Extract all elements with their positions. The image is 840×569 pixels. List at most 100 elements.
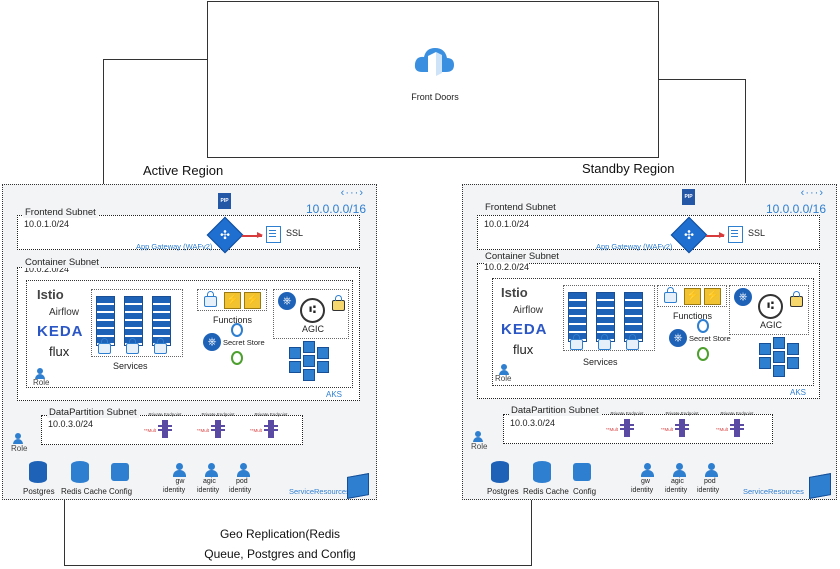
lock-icon	[126, 338, 139, 354]
ssl-arrow	[242, 232, 263, 238]
private-endpoint-note: **Mult	[250, 428, 263, 433]
agic-box: ⎈ ⑆ AGIC	[273, 289, 349, 339]
connector-line	[103, 59, 208, 60]
config-label: Config	[109, 487, 133, 496]
lock-icon	[204, 291, 217, 307]
istio-logo: Istio	[37, 287, 64, 302]
vnet-cidr: 10.0.0.0/16	[305, 202, 366, 216]
pod-identity-label: identity	[697, 487, 720, 494]
service-resources-label: ServiceResources	[289, 487, 350, 496]
frontend-subnet-title: Frontend Subnet	[483, 202, 558, 213]
container-subnet: 10.0.2.0/24 Istio Airflow KEDA flux Role…	[477, 262, 820, 399]
front-doors-label: Front Doors	[411, 92, 459, 102]
frontend-cidr: 10.0.1.0/24	[24, 219, 70, 229]
private-endpoint-icon	[730, 419, 744, 437]
flux-logo: flux	[49, 344, 70, 359]
ssl-certificate-icon	[266, 226, 281, 243]
pod-identity-label: pod	[704, 478, 716, 485]
gw-identity-label: gw	[175, 478, 185, 485]
config-icon	[111, 463, 129, 481]
kubernetes-icon: ⎈	[203, 333, 221, 351]
key-vault-icon	[231, 323, 243, 337]
private-endpoint-label: Private Endpoint	[610, 411, 644, 416]
config-label: Config	[573, 487, 597, 496]
standby-region-vnet: ‹···› 10.0.0.0/16 10.0.1.0/24 App Gatewa…	[462, 184, 837, 500]
connector-line	[659, 79, 745, 80]
keda-logo: KEDA	[501, 321, 548, 338]
vnet-cidr: 10.0.0.0/16	[765, 202, 826, 216]
postgres-icon	[491, 461, 509, 483]
gw-identity-icon	[641, 463, 654, 477]
aks-label: AKS	[326, 390, 343, 399]
app-gateway-icon: ✣	[670, 216, 708, 254]
active-region-vnet: ‹···› 10.0.0.0/16 10.0.1.0/24 App Gatewa…	[2, 184, 377, 500]
postgres-icon	[29, 461, 47, 483]
app-gateway-label: App Gateway (WAFv2)	[596, 242, 673, 251]
lock-icon	[98, 338, 111, 354]
container-subnet-title: Container Subnet	[23, 257, 101, 268]
data-partition-cidr: 10.0.3.0/24	[48, 419, 94, 429]
front-doors-box	[207, 1, 659, 158]
function-icon: ⚡	[244, 292, 261, 309]
frontend-subnet-title: Frontend Subnet	[23, 207, 98, 218]
data-partition-subnet: 10.0.3.0/24 Private Endpoint **Mult Priv…	[503, 411, 773, 444]
connector-line	[103, 59, 104, 185]
services-label: Services	[113, 361, 148, 371]
ssl-label: SSL	[748, 228, 766, 238]
private-endpoint-icon	[675, 419, 689, 437]
data-partition-cidr: 10.0.3.0/24	[510, 418, 556, 428]
private-endpoint-label: Private Endpoint	[665, 411, 699, 416]
resource-group-icon	[347, 473, 369, 499]
private-endpoint-icon	[211, 420, 225, 438]
functions-label: Functions	[213, 315, 253, 325]
function-icon: ⚡	[704, 288, 721, 305]
ssl-arrow	[706, 232, 725, 238]
private-endpoint-label: Private Endpoint	[201, 412, 235, 417]
private-endpoint-note: **Mult	[197, 428, 210, 433]
container-subnet: 10.0.2.0/24 Istio Airflow KEDA flux Role…	[17, 264, 360, 401]
function-icon: ⚡	[684, 288, 701, 305]
lock-icon	[154, 338, 167, 354]
region-title: Standby Region	[582, 161, 675, 176]
aks-icon	[759, 337, 801, 377]
private-endpoint-note: **Mult	[661, 427, 674, 432]
private-endpoint-label: Private Endpoint	[148, 412, 182, 417]
flux-logo: flux	[513, 342, 534, 357]
role-label: Role	[471, 442, 488, 451]
region-title: Active Region	[143, 163, 224, 178]
lock-icon	[626, 334, 639, 350]
pod-identity-icon	[237, 463, 250, 477]
kubernetes-icon: ⎈	[734, 288, 752, 306]
aks-cluster-box: Istio Airflow KEDA flux Role Services ⚡ …	[492, 278, 814, 386]
role-icon	[13, 433, 23, 444]
lock-icon	[570, 334, 583, 350]
connector-line	[64, 500, 65, 566]
lock-icon	[664, 287, 677, 303]
role-label: Role	[495, 374, 512, 383]
front-doors-icon	[412, 40, 456, 84]
services-label: Services	[583, 357, 618, 367]
postgres-label: Postgres	[487, 487, 519, 496]
agic-identity-label: identity	[197, 487, 220, 494]
agic-label: AGIC	[302, 324, 325, 334]
container-subnet-title: Container Subnet	[483, 251, 561, 262]
redis-cache-label: Redis Cache	[523, 487, 569, 496]
postgres-label: Postgres	[23, 487, 55, 496]
ssl-certificate-icon	[728, 226, 743, 243]
agic-identity-label: agic	[671, 478, 684, 485]
private-endpoint-icon	[264, 420, 278, 438]
frontend-cidr: 10.0.1.0/24	[484, 219, 530, 229]
gw-identity-label: gw	[641, 478, 650, 485]
gw-identity-label: identity	[163, 487, 186, 494]
lock-icon	[332, 295, 345, 311]
vnet-icon: ‹···›	[340, 187, 364, 199]
app-gateway-label: App Gateway (WAFv2)	[136, 242, 213, 251]
ssl-label: SSL	[286, 228, 304, 238]
services-box	[91, 289, 183, 357]
agic-identity-label: identity	[665, 487, 688, 494]
vnet-icon: ‹···›	[800, 187, 824, 199]
service-resources-label: ServiceResources	[743, 487, 804, 496]
secret-store-label: Secret Store	[223, 338, 265, 347]
container-cidr: 10.0.2.0/24	[484, 262, 530, 272]
geo-replication-line: Queue, Postgres and Config	[204, 547, 356, 561]
